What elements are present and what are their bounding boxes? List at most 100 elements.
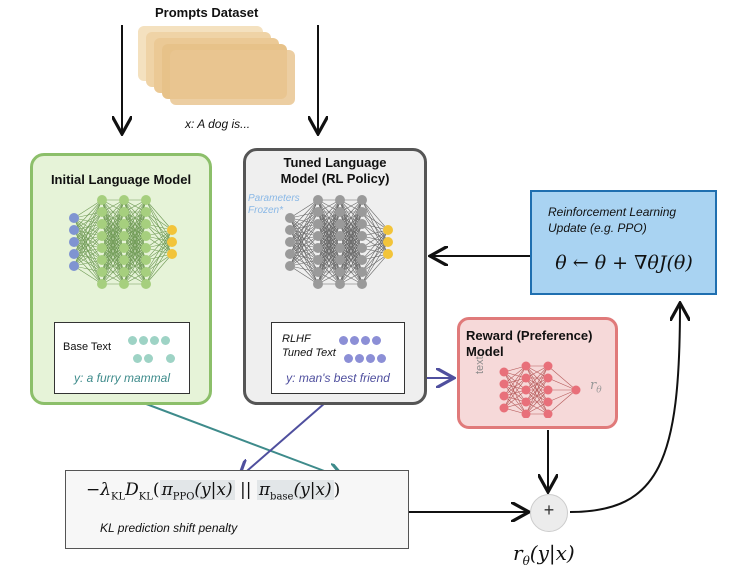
kl-eq-d: D	[125, 480, 139, 500]
network-node	[119, 255, 129, 265]
network-edge	[289, 199, 319, 219]
tuned-model-title-line2: Model (RL Policy)	[280, 171, 390, 186]
network-node	[543, 409, 553, 418]
network-node	[119, 243, 129, 253]
network-node	[141, 243, 151, 253]
network-edge	[503, 365, 527, 385]
network-node	[119, 195, 129, 205]
frozen-note-line2: Frozen*	[248, 205, 284, 216]
tuned-output-label-line2: Tuned Text	[282, 347, 336, 359]
kl-eq-pi2: π	[258, 480, 271, 500]
network-edge	[289, 211, 319, 267]
rl-update-title-line1: Reinforcement Learning	[548, 205, 677, 219]
network-edge	[339, 247, 363, 285]
reward-model-title: Reward (Preference) Model	[466, 328, 592, 360]
network-node	[285, 225, 295, 235]
network-node	[335, 267, 345, 277]
network-node	[383, 225, 393, 235]
kl-equation: −λKLDKL(πPPO(y|x) || πbase(y|x))	[86, 480, 340, 502]
network-node	[119, 219, 129, 229]
network-node	[357, 195, 367, 205]
network-node	[543, 373, 553, 383]
network-node	[521, 409, 531, 418]
network-node	[499, 379, 509, 389]
kl-eq-pi1-arg: (y|x)	[194, 480, 233, 500]
dataset-title: Prompts Dataset	[155, 5, 259, 20]
network-edge	[123, 199, 147, 249]
network-edge	[503, 365, 527, 397]
network-node	[141, 255, 151, 265]
network-edge	[317, 247, 341, 285]
network-edge	[73, 211, 103, 267]
initial-output-panel: Base Text y: a furry mammal	[54, 322, 190, 394]
token-chip	[144, 354, 153, 363]
network-edge	[123, 199, 147, 237]
token-chip	[150, 336, 159, 345]
network-node	[69, 261, 79, 271]
network-edge	[289, 265, 319, 285]
arrow-tuned-to-kl	[240, 395, 334, 477]
network-edge	[73, 265, 103, 285]
tuned-model-title-line1: Tuned Language	[283, 155, 387, 170]
token-chip	[133, 354, 142, 363]
initial-model-network-icon	[69, 195, 177, 289]
network-node	[167, 237, 177, 247]
token-chip	[377, 354, 386, 363]
network-node	[335, 219, 345, 229]
initial-output-label: Base Text	[63, 341, 112, 353]
network-edge	[525, 365, 549, 403]
network-node	[119, 267, 129, 277]
network-node	[571, 385, 581, 395]
plus-node	[530, 494, 568, 532]
network-edge	[339, 199, 363, 249]
reward-model-title-line2: Model	[466, 344, 504, 359]
frozen-note: Parameters Frozen*	[248, 193, 300, 217]
plus-symbol: +	[543, 500, 555, 520]
combined-sub: θ	[522, 554, 530, 568]
network-edge	[361, 211, 389, 231]
network-edge	[317, 259, 341, 285]
network-edge	[73, 199, 103, 231]
network-node	[335, 255, 345, 265]
network-node	[313, 219, 323, 229]
kl-eq-lambda-sub: KL	[111, 491, 126, 503]
network-node	[69, 237, 79, 247]
network-edge	[317, 199, 341, 225]
token-chip	[372, 336, 381, 345]
network-edge	[289, 235, 319, 267]
network-edge	[123, 259, 147, 285]
network-node	[357, 279, 367, 289]
network-node	[141, 207, 151, 217]
kl-eq-paren-open: (	[152, 480, 160, 500]
network-edge	[361, 253, 389, 285]
network-node	[335, 231, 345, 241]
network-node	[521, 361, 531, 371]
initial-output-text: y: a furry mammal	[73, 371, 170, 385]
network-edge	[317, 235, 341, 285]
network-node	[383, 249, 393, 259]
network-node	[357, 243, 367, 253]
network-node	[313, 195, 323, 205]
network-node	[313, 231, 323, 241]
network-node	[521, 385, 531, 395]
network-edge	[73, 247, 103, 267]
network-node	[119, 231, 129, 241]
network-node	[141, 231, 151, 241]
network-edge	[503, 365, 527, 409]
network-node	[167, 225, 177, 235]
network-edge	[317, 199, 341, 237]
kl-eq-sep: ||	[234, 480, 257, 500]
network-edge	[525, 365, 549, 415]
token-chip	[344, 354, 353, 363]
network-edge	[289, 199, 319, 243]
network-node	[357, 267, 367, 277]
network-edge	[101, 199, 125, 249]
network-node	[499, 403, 509, 413]
arrow-base-to-kl	[124, 395, 343, 478]
kl-caption: KL prediction shift penalty	[100, 521, 238, 535]
network-edge	[101, 247, 125, 285]
token-chip	[366, 354, 375, 363]
network-edge	[145, 229, 173, 261]
token-chip	[361, 336, 370, 345]
network-node	[383, 237, 393, 247]
